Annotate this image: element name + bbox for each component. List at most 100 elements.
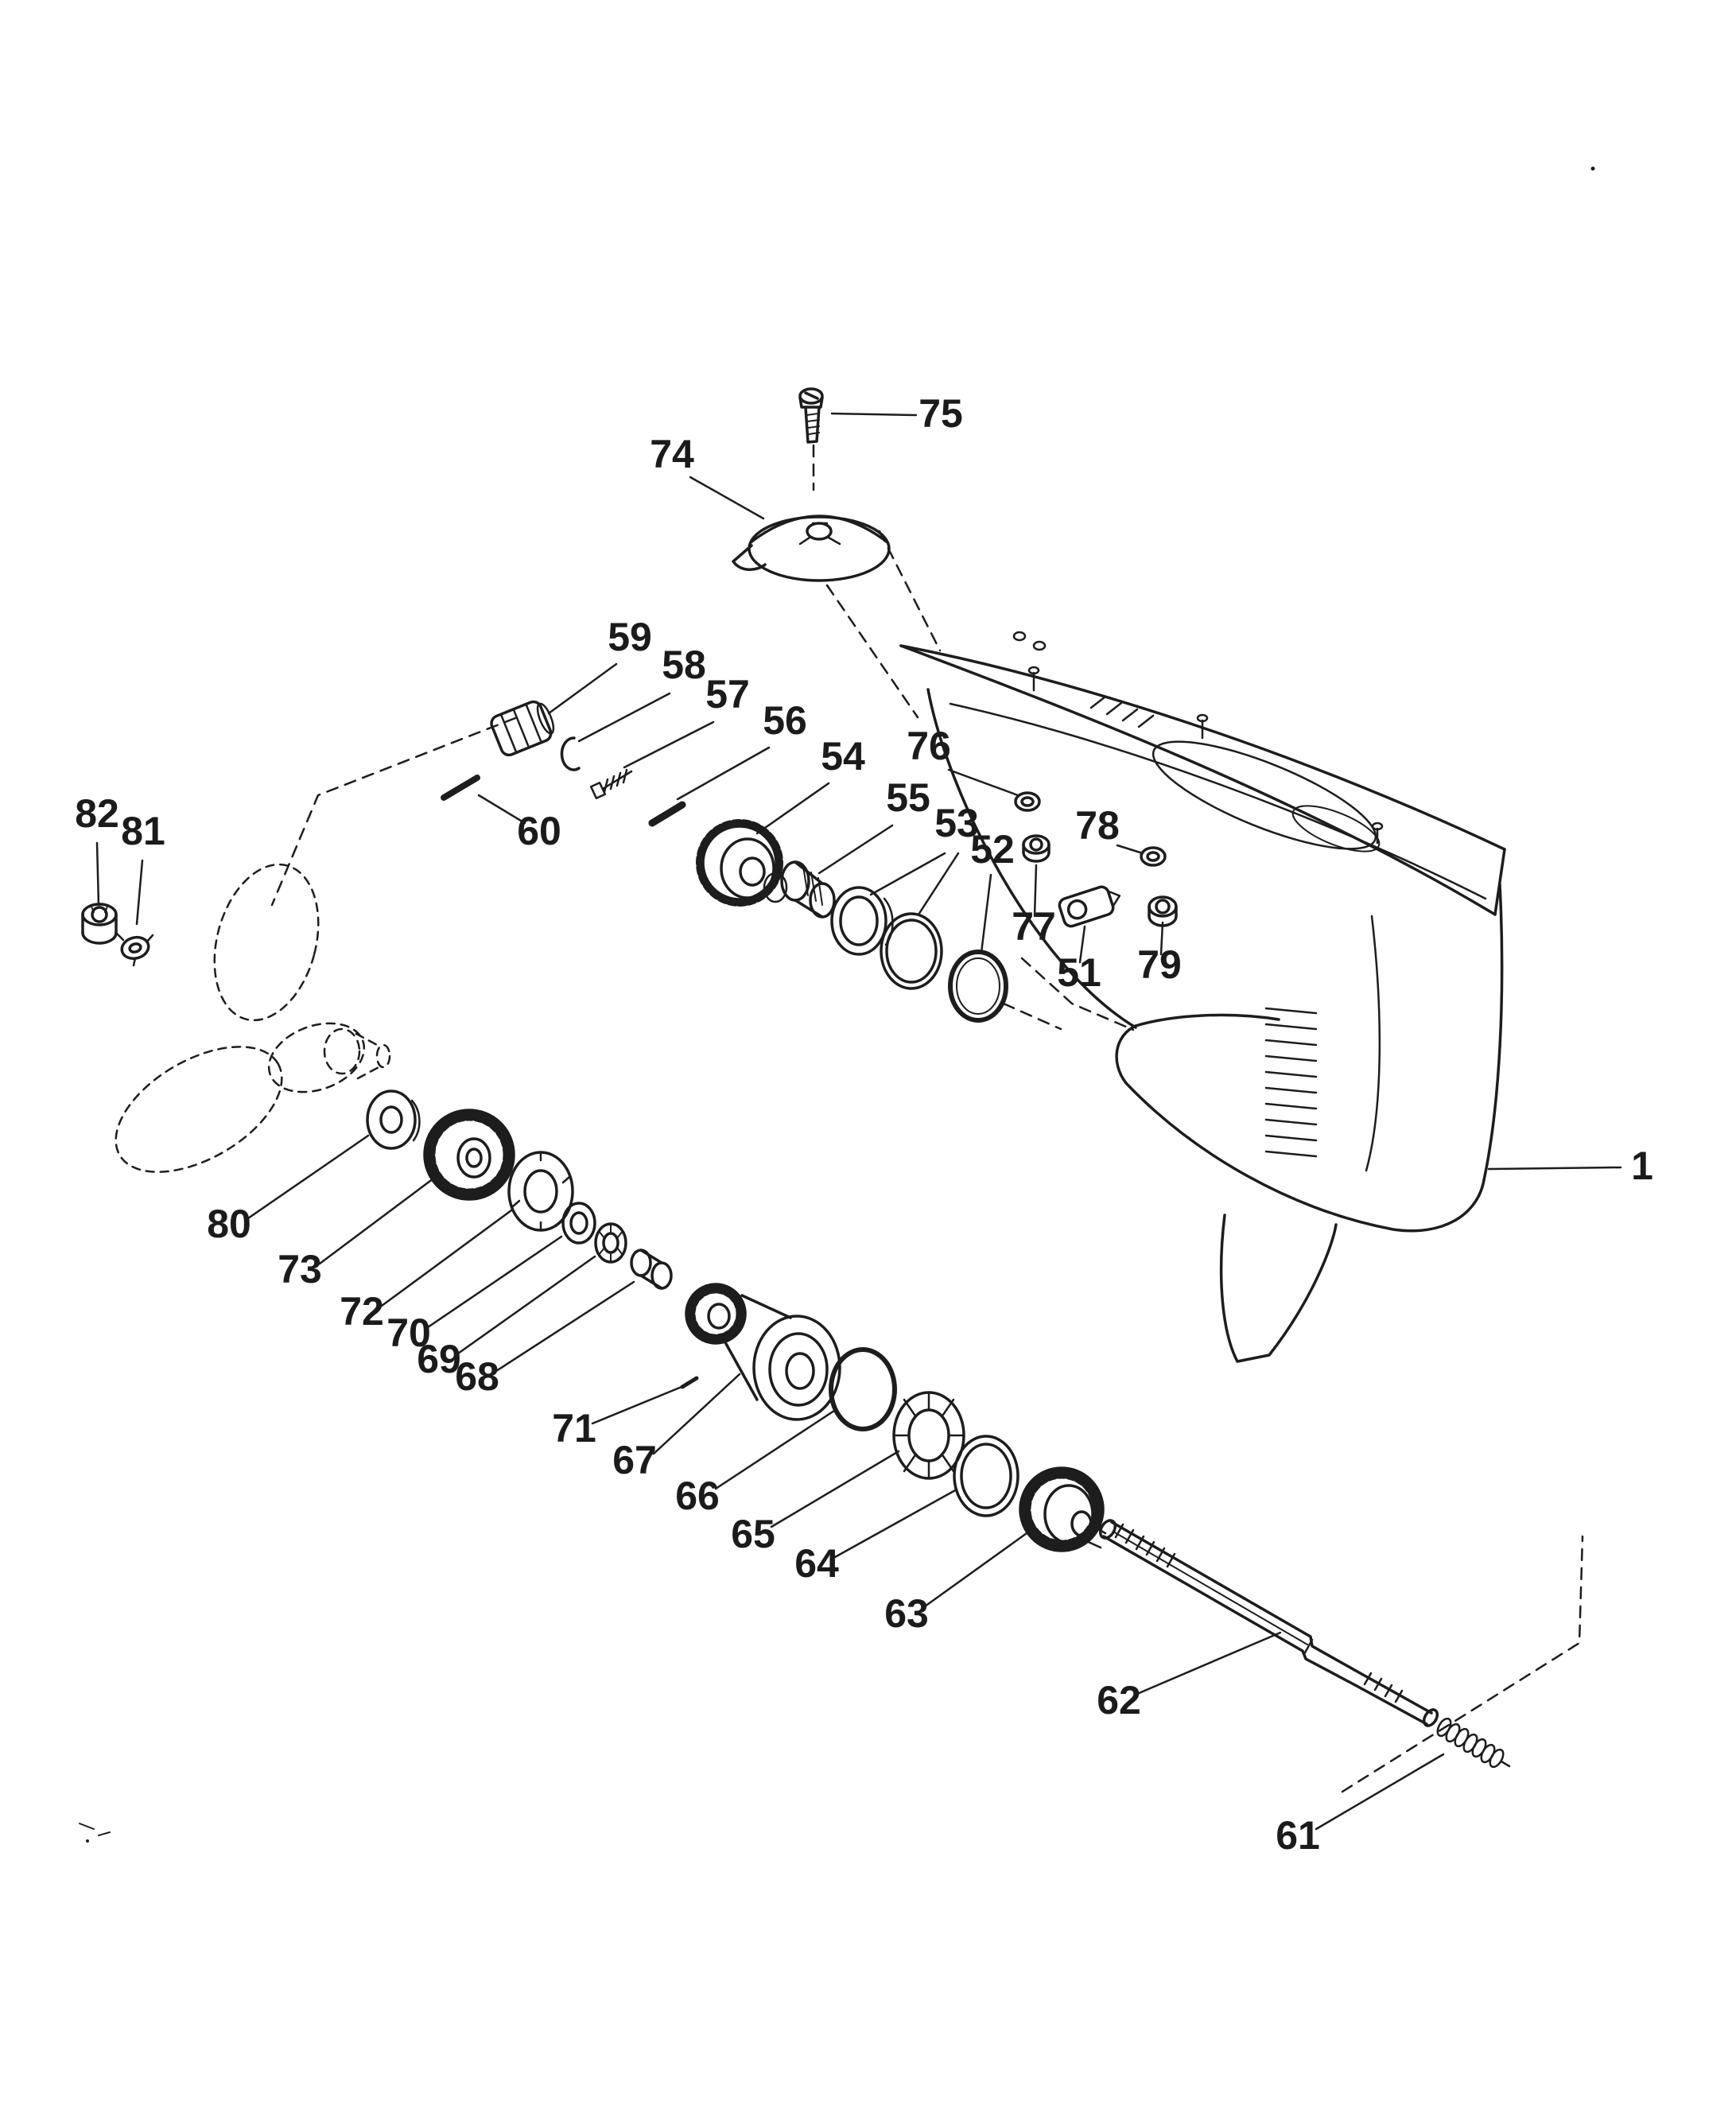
- leader-59: [547, 662, 618, 715]
- bearing-cup-53a: [830, 886, 894, 956]
- callout-82: 82: [75, 791, 119, 836]
- deck-studs: [1012, 631, 1384, 845]
- leader-75: [830, 412, 918, 417]
- leader-79: [1159, 921, 1164, 956]
- water-inlet-gills: [1264, 1007, 1318, 1158]
- callout-60: 60: [517, 809, 561, 853]
- o-ring-66: [829, 1347, 897, 1431]
- pin-56: [648, 801, 686, 827]
- callout-79: 79: [1137, 942, 1182, 987]
- rear-gear-73: [423, 1109, 515, 1201]
- retaining-ring-58: [560, 736, 581, 771]
- leader-53a: [869, 852, 946, 896]
- callout-76: 76: [907, 724, 951, 768]
- callout-64: 64: [794, 1541, 839, 1586]
- leader-76: [947, 768, 1019, 797]
- callout-81: 81: [121, 809, 165, 853]
- leader-52: [980, 873, 992, 954]
- leader-60: [477, 794, 526, 825]
- screw-75: [798, 387, 824, 444]
- leader-73: [318, 1177, 435, 1265]
- leader-72: [380, 1209, 513, 1307]
- bearing-carrier-67: [685, 1283, 841, 1421]
- alignment-dashed-lines: [270, 444, 1584, 1793]
- leader-63: [923, 1528, 1034, 1608]
- ring-70: [561, 1202, 596, 1245]
- leader-80: [247, 1134, 370, 1220]
- tab-washer-81: [115, 932, 154, 967]
- shim-ring-53b: [880, 912, 943, 990]
- bearing-65: [892, 1391, 965, 1480]
- pin-60: [441, 775, 480, 801]
- propeller-ghost: [115, 863, 391, 1173]
- leader-74: [689, 476, 765, 520]
- callout-66: 66: [675, 1474, 720, 1518]
- callout-72: 72: [340, 1289, 384, 1334]
- leader-56: [676, 746, 771, 801]
- callout-56: 56: [763, 698, 807, 743]
- leader-65: [770, 1450, 900, 1528]
- callout-67: 67: [612, 1438, 657, 1482]
- leader-69: [456, 1255, 596, 1355]
- leader-lines: [95, 412, 1622, 1831]
- leader-1: [1487, 1166, 1622, 1171]
- callout-51: 51: [1057, 950, 1101, 995]
- spacer-sleeve-68: [630, 1249, 673, 1290]
- leader-81: [135, 859, 144, 926]
- detent-spring-57: [589, 768, 633, 800]
- leader-68: [495, 1280, 635, 1373]
- thrust-hub-80: [366, 1089, 421, 1150]
- tab-washer-72: [507, 1151, 574, 1232]
- leader-53b: [917, 852, 960, 916]
- o-ring-52: [948, 950, 1008, 1023]
- leader-77: [1033, 864, 1038, 918]
- water-pump-cover-74: [732, 515, 891, 582]
- callout-80: 80: [207, 1202, 251, 1246]
- roller-bearing-55: [780, 860, 836, 919]
- pinion-gear-54: [696, 819, 788, 907]
- washer-78: [1140, 846, 1167, 867]
- leader-71: [591, 1385, 683, 1425]
- stray-marks: [79, 166, 1595, 1843]
- callout-77: 77: [1012, 904, 1056, 949]
- leader-78: [1116, 844, 1144, 855]
- shift-cam-51: [1058, 885, 1121, 928]
- callout-58: 58: [662, 643, 706, 687]
- callout-71: 71: [552, 1406, 596, 1451]
- callout-78: 78: [1075, 803, 1120, 848]
- leader-58: [577, 692, 671, 743]
- leader-54: [755, 782, 830, 835]
- callout-69: 69: [417, 1337, 461, 1381]
- callout-73: 73: [278, 1247, 322, 1291]
- callout-63: 63: [884, 1591, 929, 1636]
- callout-57: 57: [705, 672, 750, 717]
- callout-61: 61: [1276, 1813, 1320, 1858]
- callout-53: 53: [934, 801, 979, 845]
- forward-gear-63: [1019, 1466, 1107, 1552]
- clutch-dog-59: [490, 700, 555, 757]
- gearcase-housing: [899, 631, 1506, 1363]
- callout-74: 74: [650, 432, 694, 476]
- callout-75: 75: [918, 391, 963, 436]
- leader-57: [623, 720, 715, 769]
- callout-62: 62: [1097, 1678, 1141, 1722]
- prop-nut-82: [81, 903, 118, 945]
- leader-67: [652, 1373, 741, 1455]
- leader-62: [1136, 1631, 1282, 1695]
- callout-54: 54: [821, 734, 865, 779]
- washer-64: [953, 1435, 1019, 1517]
- bushing-76: [1014, 791, 1041, 812]
- leader-51: [1078, 925, 1086, 964]
- callout-70: 70: [386, 1311, 431, 1355]
- spring-61: [1436, 1717, 1511, 1769]
- nut-79: [1148, 895, 1178, 927]
- leader-55: [818, 824, 894, 875]
- leader-82: [95, 841, 100, 907]
- bearing-69: [594, 1222, 627, 1264]
- leader-61: [1315, 1753, 1445, 1831]
- nut-77: [1022, 834, 1051, 863]
- leader-66: [714, 1408, 838, 1490]
- callout-65: 65: [731, 1512, 775, 1556]
- callout-52: 52: [970, 827, 1015, 872]
